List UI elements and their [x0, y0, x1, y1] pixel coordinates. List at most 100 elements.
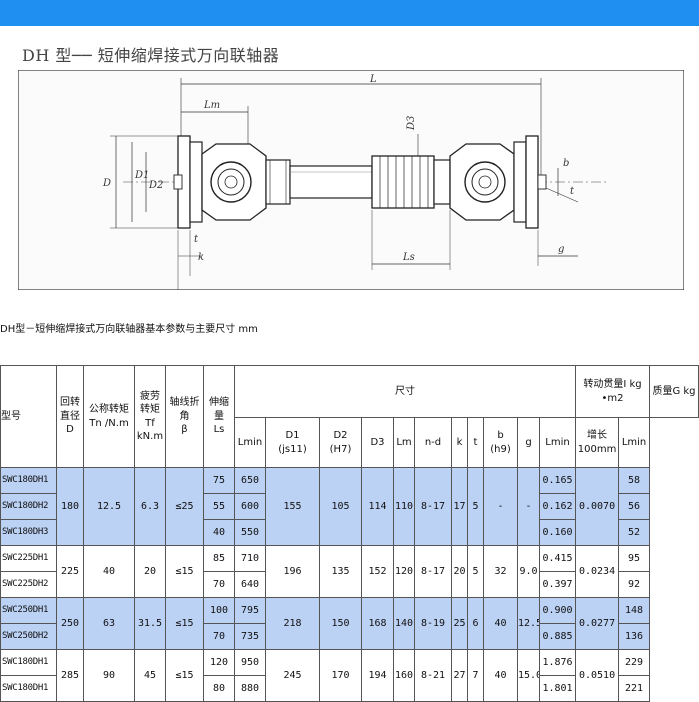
cell-b: 40 [483, 649, 518, 702]
cell-inertia_lmin: 1.801 [538, 675, 577, 702]
cell-ls: 120 [203, 649, 235, 676]
cell-fatigue: 31.5 [134, 597, 166, 650]
cell-lm: 120 [393, 545, 415, 598]
cell-torque: 90 [83, 649, 135, 702]
cell-inertia_lmin: 0.160 [538, 519, 577, 546]
cell-k: 20 [451, 545, 468, 598]
cell-models: SWC250DH1 [0, 597, 57, 624]
header-size: 尺寸 [233, 365, 577, 418]
dim-label-D2: D2 [148, 180, 163, 191]
dim-label-t: t [570, 186, 575, 197]
header-inertia-lmin: Lmin [538, 417, 577, 468]
cell-inertia_lmin: 1.876 [538, 649, 577, 676]
header-lmin: Lmin [234, 417, 266, 468]
cell-k: 25 [451, 597, 468, 650]
cell-d2: 105 [319, 467, 362, 546]
cell-d1: 155 [265, 467, 320, 546]
cell-g: - [517, 467, 540, 546]
cell-lm: 140 [393, 597, 415, 650]
cell-d2: 135 [319, 545, 362, 598]
cell-k: 17 [451, 467, 468, 546]
cell-d3: 194 [361, 649, 394, 702]
cell-models: SWC250DH2 [0, 623, 57, 650]
cell-g: 12.5 [517, 597, 540, 650]
cell-angle: ≤15 [165, 649, 204, 702]
table-caption: DH型－短伸缩焊接式万向联轴器基本参数与主要尺寸 mm [0, 324, 258, 335]
cell-t: 7 [467, 649, 484, 702]
cell-nd: 8-21 [414, 649, 452, 702]
dim-label-L: L [369, 74, 377, 85]
figure-title: DH 型── 短伸缩焊接式万向联轴器 [22, 46, 280, 65]
cell-ls: 100 [203, 597, 235, 624]
dim-label-t-left: t [194, 234, 199, 245]
cell-inertia_lmin: 0.165 [538, 467, 577, 494]
cell-fatigue: 45 [134, 649, 166, 702]
cell-g: 9.0 [517, 545, 540, 598]
header-k: k [451, 417, 468, 468]
dim-label-D3: D3 [406, 116, 417, 131]
cell-lmin: 600 [234, 493, 266, 520]
cell-models: SWC180DH3 [0, 519, 57, 546]
coupling-drawing-figure: DH 型── 短伸缩焊接式万向联轴器 L Lm [0, 34, 699, 296]
cell-lmin: 710 [234, 545, 266, 572]
cell-fatigue: 20 [134, 545, 166, 598]
cell-ls: 80 [203, 675, 235, 702]
cell-lmin: 950 [234, 649, 266, 676]
cell-dia: 250 [56, 597, 84, 650]
cell-ls: 75 [203, 467, 235, 494]
cell-models: SWC180DH1 [0, 467, 57, 494]
cell-g: 15.0 [517, 649, 540, 702]
cell-dia: 225 [56, 545, 84, 598]
cell-d3: 114 [361, 467, 394, 546]
cell-lmin: 735 [234, 623, 266, 650]
cell-b: - [483, 467, 518, 546]
header-d3: D3 [361, 417, 394, 468]
cell-dia: 180 [56, 467, 84, 546]
header-mass: 质量G kg [649, 365, 699, 418]
cell-d3: 168 [361, 597, 394, 650]
cell-b: 40 [483, 597, 518, 650]
dim-label-g: g [558, 244, 564, 255]
cell-mass_lmin: 229 [618, 649, 651, 676]
cell-mass_lmin: 136 [618, 623, 651, 650]
cell-models: SWC225DH1 [0, 545, 57, 572]
cell-ls: 40 [203, 519, 235, 546]
dim-label-D: D [102, 178, 111, 189]
dim-label-Lm: Lm [203, 100, 220, 111]
cell-dia: 285 [56, 649, 84, 702]
cell-models: SWC180DH1 [0, 649, 57, 676]
cell-nd: 8-17 [414, 545, 452, 598]
cell-fatigue: 6.3 [134, 467, 166, 546]
cell-inertia_lmin: 0.397 [538, 571, 577, 598]
cell-lmin: 650 [234, 467, 266, 494]
cell-mass_lmin: 58 [618, 467, 651, 494]
cell-mass_lmin: 52 [618, 519, 651, 546]
cell-inertia_lmin: 0.162 [538, 493, 577, 520]
cell-inertia_inc: 0.0070 [575, 467, 620, 546]
cell-inertia_inc: 0.0234 [575, 545, 620, 598]
cell-models: SWC225DH2 [0, 571, 57, 598]
cell-inertia_lmin: 0.900 [538, 597, 577, 624]
cell-angle: ≤25 [165, 467, 204, 546]
cell-lmin: 550 [234, 519, 266, 546]
cell-angle: ≤15 [165, 597, 204, 650]
header-d2: D2(H7) [319, 417, 362, 468]
dim-label-b: b [563, 158, 569, 169]
cell-inertia_lmin: 0.415 [538, 545, 577, 572]
cell-d3: 152 [361, 545, 394, 598]
cell-lmin: 795 [234, 597, 266, 624]
cell-b: 32 [483, 545, 518, 598]
cell-lmin: 640 [234, 571, 266, 598]
header-g: g [517, 417, 540, 468]
cell-mass_lmin: 56 [618, 493, 651, 520]
cell-d1: 245 [265, 649, 320, 702]
